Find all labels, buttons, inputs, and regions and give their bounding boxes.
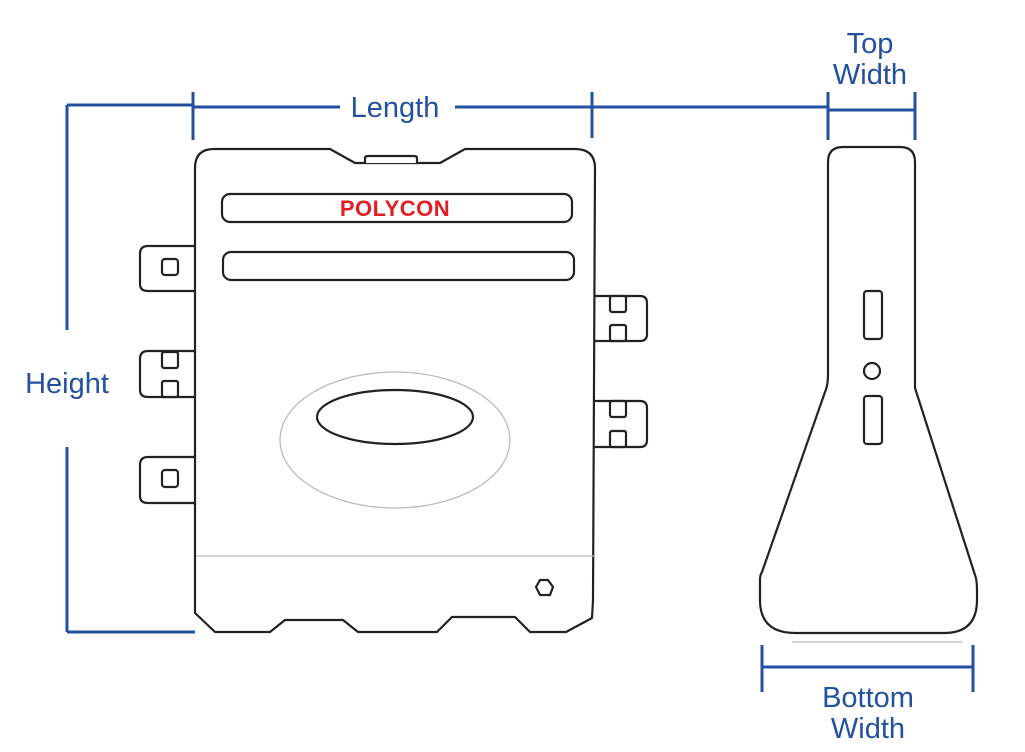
logo-slot [220,192,574,224]
length-label: Length [351,92,440,124]
right-handles [594,294,649,449]
top-width-dimension: Top Width [826,28,917,140]
height-dimension: Height [25,103,195,634]
tank-front-view: POLYCON [193,147,597,634]
lid-outer-ring [279,371,511,509]
bottom-width-label-line2: Width [831,713,905,745]
lid [315,388,475,446]
polycon-logo: POLYCON [340,196,450,221]
slot [221,250,576,282]
top-width-label-line2: Width [833,59,907,91]
height-label: Height [25,368,109,400]
bottom-width-label-line1: Bottom [822,682,914,714]
left-handles [138,244,195,505]
length-dimension: Length [191,92,828,140]
drain-plug-icon [534,578,555,597]
tank-side-view [758,145,979,643]
top-width-label-line1: Top [847,28,894,60]
bottom-width-dimension: Bottom Width [760,645,975,745]
